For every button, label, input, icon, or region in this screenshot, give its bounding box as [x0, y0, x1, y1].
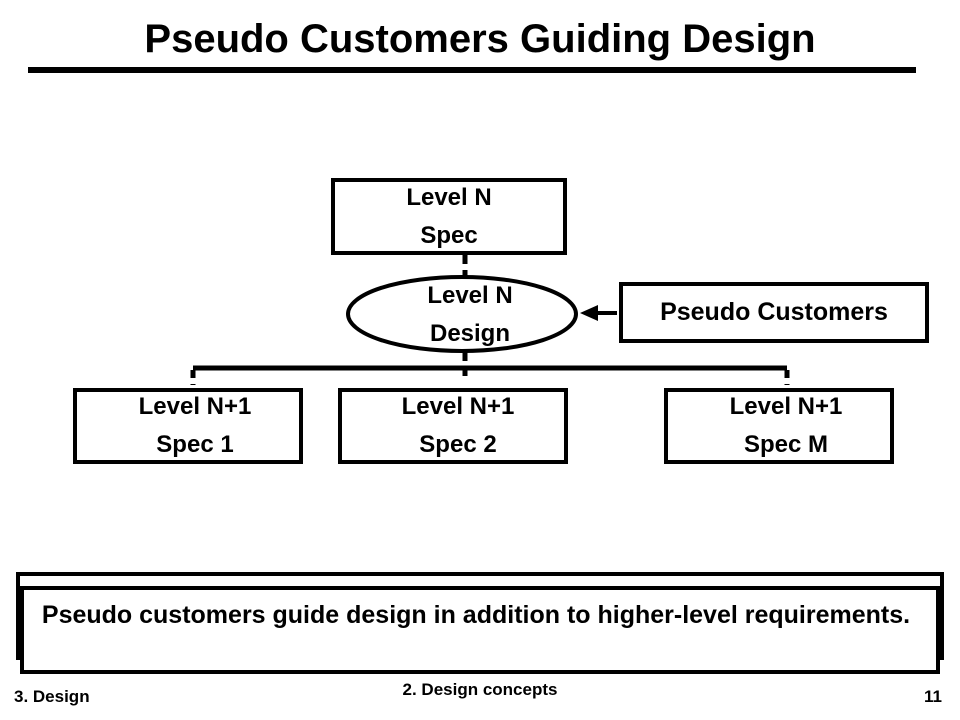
level-n-spec-box [331, 178, 567, 255]
summary-box [20, 586, 940, 674]
pseudo-customers-box [619, 282, 929, 343]
summary-text: Pseudo customers guide design in additio… [41, 601, 911, 629]
pseudo-customers-arrowhead [580, 305, 598, 321]
level-n-design-ellipse [346, 275, 578, 353]
page-number: 11 [924, 687, 942, 706]
level-n1-spec-1-box [73, 388, 303, 464]
slide-title: Pseudo Customers Guiding Design [144, 17, 816, 61]
level-n-design-label: Level N Design [427, 282, 513, 347]
level-n1-spec-2-box [338, 388, 568, 464]
level-n1-spec-2-label: Level N+1 Spec 2 [401, 393, 515, 458]
level-n1-spec-m-label: Level N+1 Spec M [729, 393, 843, 458]
level-n1-spec-m-box [664, 388, 894, 464]
footer-topic: 2. Design concepts [402, 680, 558, 699]
level-n1-spec-1-label: Level N+1 Spec 1 [138, 393, 252, 458]
footer-section: 3. Design [14, 687, 90, 706]
pseudo-customers-label: Pseudo Customers [660, 298, 888, 326]
title-divider [28, 67, 916, 73]
level-n-spec-label: Level N Spec [406, 184, 492, 249]
